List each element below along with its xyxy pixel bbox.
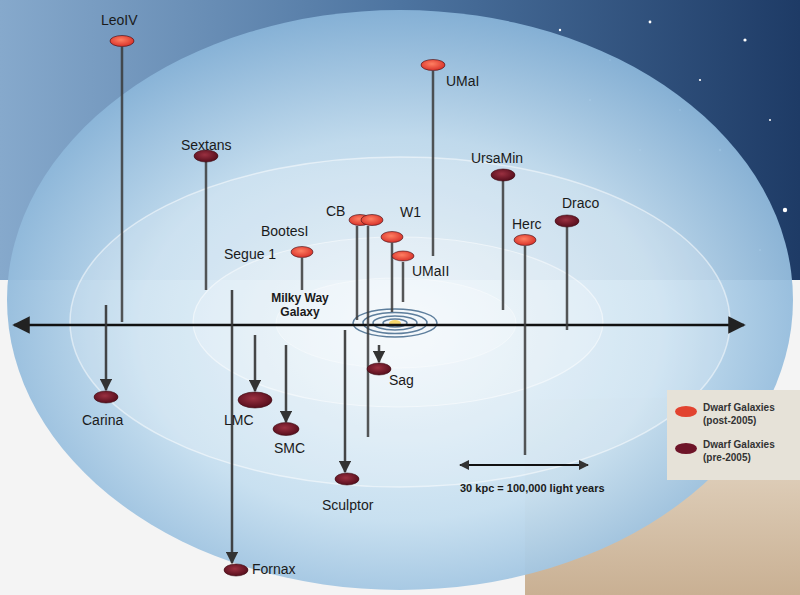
galaxy-label: UMaI — [446, 73, 479, 89]
distance-arrows — [106, 290, 379, 563]
galaxy-label: Herc — [512, 216, 542, 232]
galaxy-label: UMaII — [412, 263, 449, 279]
galaxy-label: LeoIV — [101, 12, 138, 28]
galaxy-label: UrsaMin — [471, 150, 523, 166]
milky-way-disc — [353, 309, 437, 337]
galaxy-label: CB — [326, 203, 345, 219]
galaxy-label: Carina — [82, 412, 123, 428]
scale-bar — [460, 464, 588, 466]
galaxy-label: LMC — [224, 412, 254, 428]
dark-matter-halo — [7, 10, 793, 590]
legend-entry: Dwarf Galaxies (post-2005) — [675, 402, 797, 427]
galaxy-label: Segue 1 — [224, 246, 276, 262]
legend-text: Dwarf Galaxies (pre-2005) — [703, 439, 795, 464]
galactic-plane-axis — [14, 324, 744, 327]
galaxy-label: Fornax — [252, 561, 296, 577]
halo-shell — [70, 157, 730, 487]
galaxy-label: BootesI — [261, 223, 308, 239]
galaxy-label: SMC — [274, 440, 305, 456]
galaxy-label: Sculptor — [322, 497, 373, 513]
dwarf-galaxy-dots — [94, 36, 579, 577]
galaxy-label: Sag — [389, 372, 414, 388]
legend-entry: Dwarf Galaxies (pre-2005) — [675, 439, 797, 464]
galaxy-label: Draco — [562, 195, 599, 211]
legend-text: Dwarf Galaxies (post-2005) — [703, 402, 795, 427]
legend-box: Dwarf Galaxies (post-2005) Dwarf Galaxies… — [667, 390, 800, 480]
legend-swatch — [675, 406, 697, 417]
galaxy-label: W1 — [400, 204, 421, 220]
legend-swatch — [675, 443, 697, 454]
scale-label: 30 kpc = 100,000 light years — [460, 482, 605, 495]
center-label: Milky Way Galaxy — [263, 292, 337, 320]
galaxy-label: Sextans — [181, 137, 232, 153]
halo-shell — [193, 237, 603, 407]
